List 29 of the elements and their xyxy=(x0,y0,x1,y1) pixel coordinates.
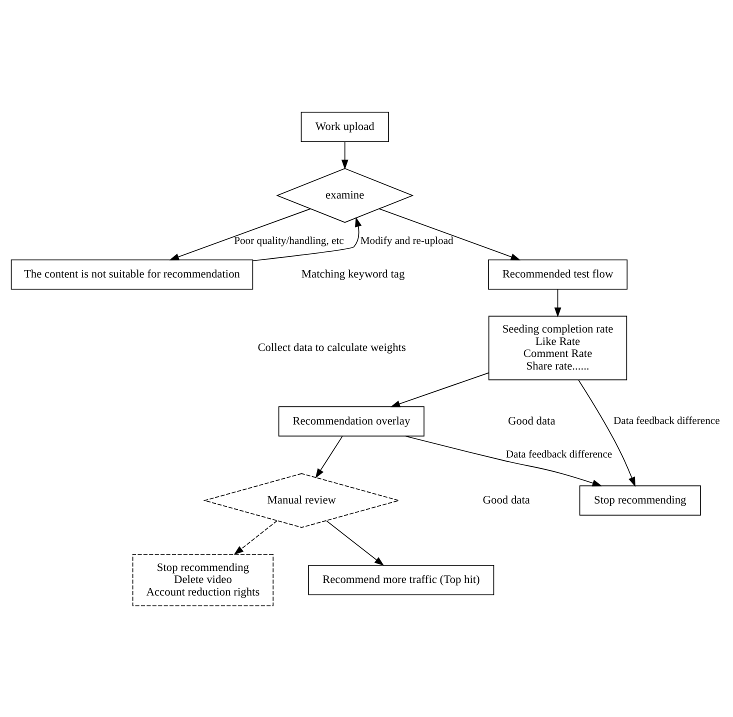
node-box: Stop recommending Delete video Account reduction rights xyxy=(132,553,274,606)
edge-label: Modify and re-upload xyxy=(360,235,454,246)
arrow xyxy=(390,372,490,407)
arrow xyxy=(169,208,311,260)
node-box: Seeding completion rate Like Rate Comment Rate Share rate...... xyxy=(488,315,628,380)
node-box: Work upload xyxy=(300,111,389,142)
arrow xyxy=(252,216,362,261)
edge-label: Data feedback difference xyxy=(506,449,612,460)
label: Good data xyxy=(482,494,530,506)
arrow xyxy=(404,435,602,486)
node-box: Recommend more traffic (Top hit) xyxy=(308,564,494,595)
node-diamond: Manual review xyxy=(203,472,400,528)
node-box: Recommended test flow xyxy=(488,258,628,290)
arrow xyxy=(341,141,348,170)
edge-label: Data feedback difference xyxy=(614,416,720,427)
arrow xyxy=(326,520,384,566)
node-diamond: examine xyxy=(276,168,414,222)
label: Matching keyword tag xyxy=(301,268,405,280)
node-box: Recommendation overlay xyxy=(278,406,424,436)
node-box: Stop recommending xyxy=(579,484,701,516)
arrow xyxy=(234,520,278,554)
label: Good data xyxy=(508,414,556,427)
node-box: The content is not suitable for recommendation xyxy=(10,258,254,290)
arrow xyxy=(554,288,562,317)
arrow xyxy=(378,208,521,260)
label: Collect data to calculate weights xyxy=(258,342,406,354)
arrow xyxy=(315,436,343,478)
edge-label: Poor quality/handling, etc xyxy=(234,235,344,246)
arrow xyxy=(578,379,636,486)
